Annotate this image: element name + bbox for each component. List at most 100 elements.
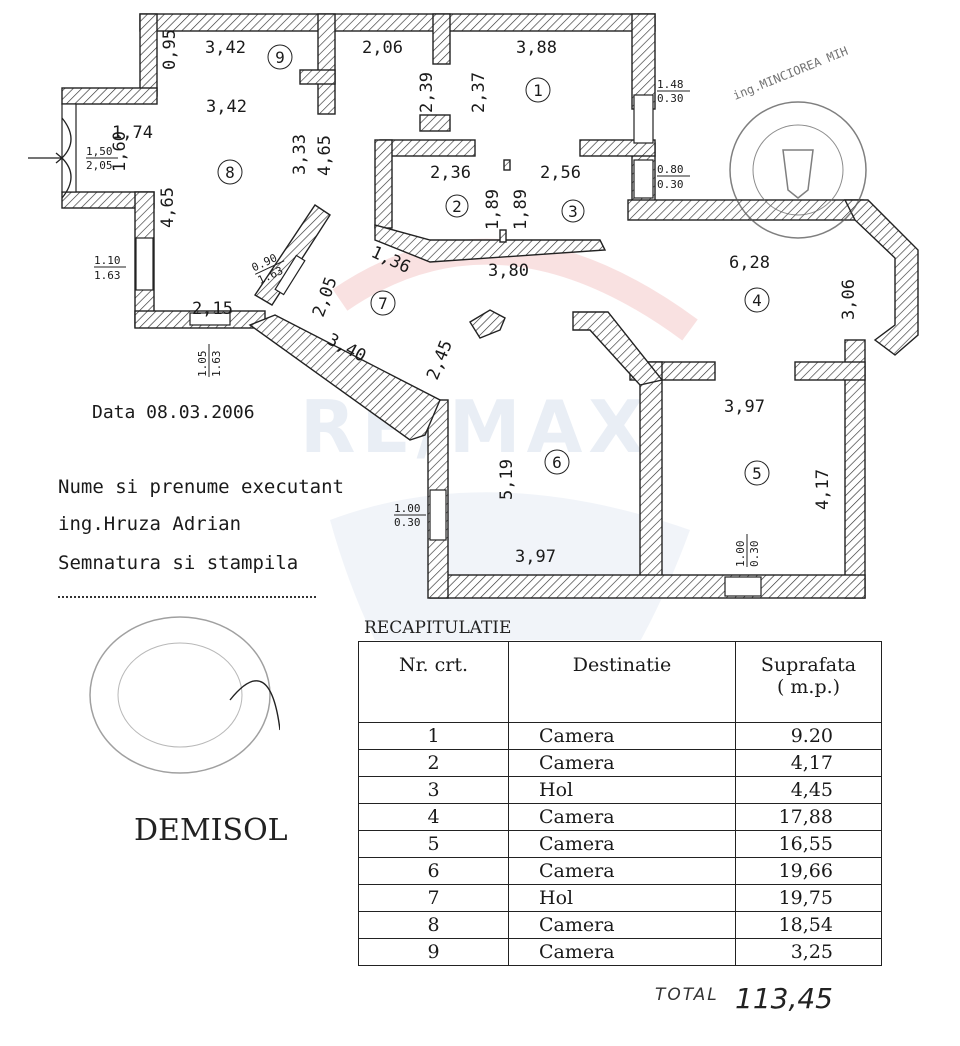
round-stamp (89, 616, 280, 774)
room-labels: 9 1 8 2 3 7 4 6 5 (217, 44, 770, 486)
entry-door (28, 117, 72, 199)
row-destination: Camera (508, 722, 736, 750)
dim-r4-right: 3,06 (839, 279, 859, 320)
room-circle (267, 44, 293, 70)
dim-r4-top: 6,28 (729, 253, 770, 273)
window-r8b-bottom: 1.63 (210, 351, 223, 378)
signature-line (58, 596, 316, 598)
row-nr: 8 (358, 911, 509, 939)
dim-r8-right1: 3,33 (290, 134, 310, 175)
dim-r2-a: 1,89 (483, 189, 503, 230)
header-surface: Suprafata ( m.p.) (735, 641, 882, 723)
dimension-labels: 3,42 0,95 3,42 1,74 1,60 4,65 3,33 4,65 … (110, 29, 859, 567)
room-number-2: 2 (452, 197, 462, 216)
row-surface: 4,17 (735, 749, 882, 777)
door-entry-top: 1,50 (86, 145, 113, 158)
row-nr: 5 (358, 830, 509, 858)
recap-header-row: Nr. crt. Destinatie Suprafata ( m.p.) (358, 641, 882, 723)
dim-r7-e: 2,45 (423, 337, 457, 382)
dim-r9-top: 3,42 (205, 38, 246, 58)
window-frames (61, 94, 762, 597)
coat-of-arms-icon (782, 149, 814, 199)
window-r3-bottom: 0.30 (657, 178, 684, 191)
window-r3-top: 0.80 (657, 163, 684, 176)
dim-r8-right2: 4,65 (315, 135, 335, 176)
dim-r8-width: 3,42 (206, 97, 247, 117)
room-number-4: 4 (752, 291, 762, 310)
row-nr: 4 (358, 803, 509, 831)
window-r8b-top: 1.05 (196, 351, 209, 378)
dim-corr-b: 2,37 (469, 72, 489, 113)
room-number-6: 6 (552, 453, 562, 472)
row-nr: 3 (358, 776, 509, 804)
dim-r8-opening: 1,74 (112, 123, 153, 143)
floor-label: DEMISOL (134, 813, 288, 848)
dim-r2-top: 2,36 (430, 163, 471, 183)
window-r8-bottom: 1.63 (94, 269, 121, 282)
dim-r5-right: 4,17 (813, 469, 833, 510)
row-nr: 9 (358, 938, 509, 966)
row-surface: 3,25 (735, 938, 882, 966)
total-value: 113,45 (735, 982, 833, 1015)
row-nr: 6 (358, 857, 509, 885)
floor-plan: 9 1 8 2 3 7 4 6 5 3,42 0,95 3,42 1,74 1,… (28, 13, 919, 640)
row-destination: Camera (508, 749, 736, 777)
row-destination: Camera (508, 938, 736, 966)
window-r5-top: 1.00 (734, 541, 747, 568)
header-destination: Destinatie (508, 641, 736, 723)
dim-r6-bottom: 3,97 (515, 547, 556, 567)
dim-corr-top: 2,06 (362, 38, 403, 58)
executor-name-label: Nume si prenume executant (58, 476, 344, 498)
header-nr: Nr. crt. (358, 641, 509, 723)
dim-r6-left: 5,19 (497, 459, 517, 500)
row-nr: 2 (358, 749, 509, 777)
window-r5-bottom: 0.30 (748, 541, 761, 568)
wall-top (139, 13, 656, 32)
row-destination: Hol (508, 884, 736, 912)
row-nr: 1 (358, 722, 509, 750)
row-surface: 9.20 (735, 722, 882, 750)
room-number-3: 3 (568, 202, 578, 221)
dim-r1-top: 3,88 (516, 38, 557, 58)
total-label: TOTAL (655, 985, 719, 1005)
header-surface-1: Suprafata (760, 654, 857, 676)
room-number-5: 5 (752, 464, 762, 483)
dim-r9-side: 0,95 (160, 29, 180, 70)
row-destination: Camera (508, 830, 736, 858)
signature-scribble (229, 680, 280, 731)
dim-r7-b: 3,80 (488, 261, 529, 281)
dim-r8-bottom: 2,15 (192, 299, 233, 319)
row-destination: Camera (508, 857, 736, 885)
row-destination: Camera (508, 803, 736, 831)
signature-label: Semnatura si stampila (58, 552, 299, 574)
dim-r2-b: 1,89 (511, 189, 531, 230)
dim-corr-a: 2,39 (417, 72, 437, 113)
row-nr: 7 (358, 884, 509, 912)
room-number-8: 8 (225, 163, 235, 182)
window-r8-top: 1.10 (94, 254, 121, 267)
window-r6-bottom: 0.30 (394, 516, 421, 529)
room-number-1: 1 (533, 81, 543, 100)
plan-date: Data 08.03.2006 (92, 402, 255, 423)
row-surface: 4,45 (735, 776, 882, 804)
stamp-engineer-text: ing.MINCIOREA MIH (731, 44, 850, 103)
door-entry-bottom: 2,05 (86, 159, 113, 172)
room-number-7: 7 (378, 294, 388, 313)
room-number-9: 9 (275, 48, 285, 67)
header-surface-2: ( m.p.) (776, 676, 841, 698)
dim-r7-c: 2,05 (309, 274, 342, 319)
recap-title: RECAPITULATIE (364, 618, 512, 638)
engineer-name: ing.Hruza Adrian (58, 513, 242, 535)
window-r1-top: 1.48 (657, 78, 684, 91)
row-surface: 17,88 (735, 803, 882, 831)
dim-r5-top: 3,97 (724, 397, 765, 417)
row-surface: 16,55 (735, 830, 882, 858)
balloon-watermark (330, 492, 690, 640)
dim-r8-height: 4,65 (158, 187, 178, 228)
